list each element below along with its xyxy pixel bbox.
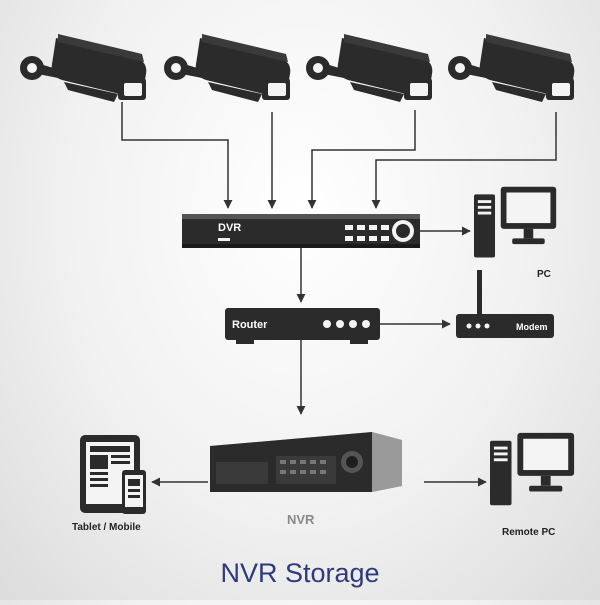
camera-links [121, 102, 557, 209]
camera-icon [306, 34, 433, 102]
router-label: Router [232, 319, 268, 331]
nvr-device [210, 432, 402, 492]
modem-label: Modem [516, 322, 548, 332]
diagram-title: NVR Storage [220, 558, 379, 588]
camera-icon [448, 34, 575, 102]
nvr-label: NVR [287, 512, 315, 527]
tablet-mobile-label: Tablet / Mobile [72, 522, 141, 533]
camera-icon [164, 34, 291, 102]
pc-icon [474, 186, 557, 258]
modem-device [456, 270, 554, 338]
router-device [225, 308, 380, 344]
pc-label: PC [537, 269, 551, 280]
dvr-device [182, 214, 420, 248]
camera-icon [20, 34, 147, 102]
remote-pc-label: Remote PC [502, 527, 555, 538]
tablet-mobile-icon [80, 435, 146, 514]
remote-pc-icon [490, 432, 575, 506]
dvr-label: DVR [218, 222, 241, 234]
